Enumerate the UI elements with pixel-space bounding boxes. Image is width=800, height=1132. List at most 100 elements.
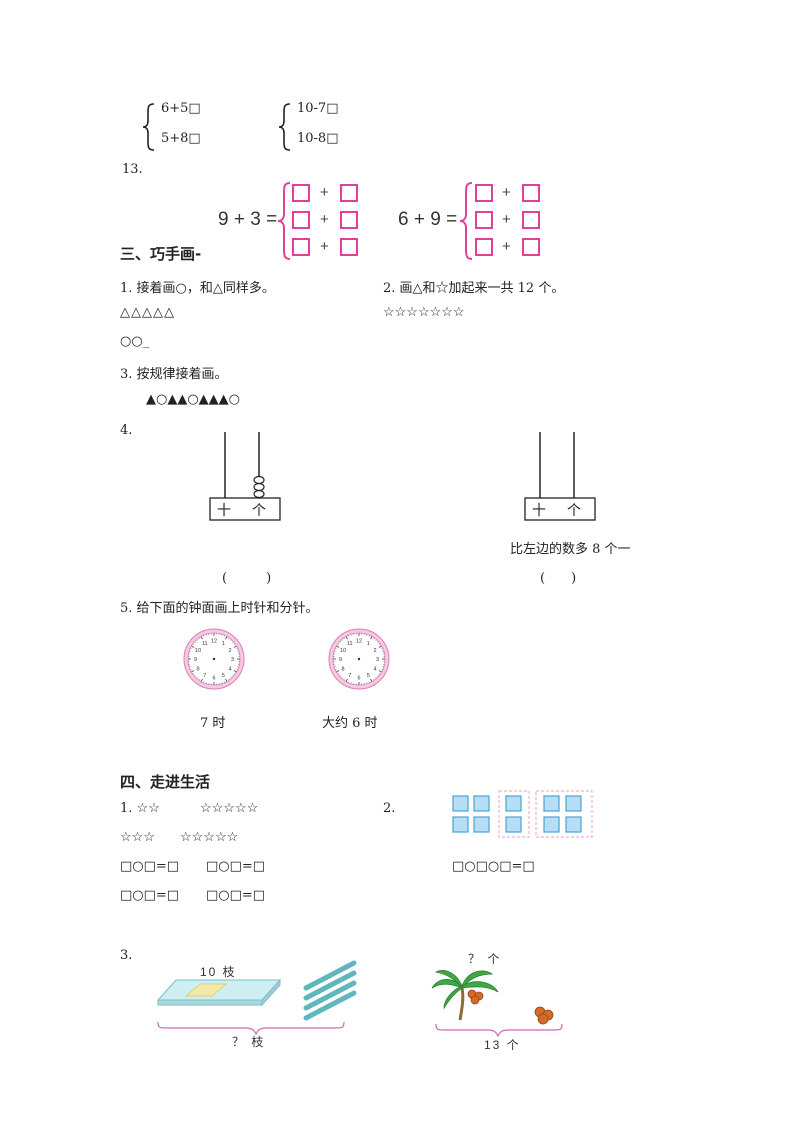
- clock-tick: [370, 636, 373, 640]
- clock-tick: [190, 668, 192, 670]
- q13-left-box-3a[interactable]: [292, 238, 310, 256]
- s4-q1-eq-2[interactable]: □○□=□: [206, 859, 266, 874]
- clock-tick: [381, 648, 383, 650]
- left-answer-paren[interactable]: ( ): [222, 571, 272, 586]
- section4-title: 四、走进生活: [120, 773, 211, 791]
- clock-tick: [225, 636, 228, 640]
- right-abacus-tens: 十: [532, 503, 546, 519]
- clock-tick: [233, 643, 236, 645]
- clock-number: 1: [222, 641, 225, 647]
- q13-left-pink-brace: [277, 182, 291, 260]
- clock-number: 12: [211, 639, 217, 645]
- clock-number: 9: [339, 657, 342, 663]
- clock-number: 9: [194, 657, 197, 663]
- right-answer-paren[interactable]: ( ): [540, 571, 577, 586]
- q13-left-box-3b[interactable]: [340, 238, 358, 256]
- clock-number: 2: [373, 648, 376, 654]
- clock-number: 10: [340, 648, 346, 654]
- s3-q3-pattern: ▲○▲▲○▲▲▲○: [146, 392, 241, 407]
- clock-tick: [228, 678, 230, 681]
- s4-q1-eq-3[interactable]: □○□=□: [120, 888, 180, 903]
- q13-left-box-1a[interactable]: [292, 184, 310, 202]
- s3-q1-circles: ○○_: [120, 334, 150, 349]
- clock-tick: [203, 635, 205, 637]
- clock-tick: [191, 645, 195, 648]
- s4-q2-eq[interactable]: □○□○□=□: [452, 859, 535, 874]
- clock-number: 5: [367, 673, 370, 679]
- clock-tick: [339, 641, 341, 643]
- clock-number: 10: [195, 648, 201, 654]
- q13-right-box-3b[interactable]: [522, 238, 540, 256]
- clock-tick: [370, 678, 373, 682]
- clock-tick: [198, 637, 200, 640]
- clock-tick: [191, 670, 195, 673]
- q13-right-expr: 6 + 9 =: [398, 209, 458, 230]
- q13-right-box-1a[interactable]: [475, 184, 493, 202]
- q13-right-box-2b[interactable]: [522, 211, 540, 229]
- left-abacus: [209, 432, 281, 521]
- clock-tick: [378, 670, 382, 673]
- q13-right-box-1b[interactable]: [522, 184, 540, 202]
- left-abacus-ones: 个: [252, 503, 266, 519]
- clock-number: 11: [347, 641, 353, 647]
- clock-tick: [203, 681, 205, 683]
- s4-q2-number: 2.: [383, 801, 396, 816]
- clock-tick: [223, 635, 225, 637]
- clock-tick: [381, 668, 383, 670]
- clock-tick: [230, 639, 232, 641]
- clock-tick: [194, 675, 196, 677]
- clock-tick: [336, 645, 340, 648]
- pencil-bottom-label: ？ 枝: [232, 1035, 266, 1049]
- clock-tick: [378, 643, 381, 645]
- clock-tick: [375, 677, 377, 679]
- clock-tick: [337, 673, 340, 675]
- clock-number: 2: [228, 648, 231, 654]
- clock-tick: [225, 678, 228, 682]
- pencil-top-label: 10 枝: [200, 965, 237, 979]
- q13-left-box-2a[interactable]: [292, 211, 310, 229]
- s3-q4-number: 4.: [120, 423, 133, 438]
- clock-number: 12: [356, 639, 362, 645]
- sum-5-8: 5+8□: [161, 131, 201, 146]
- clock-tick: [377, 675, 379, 677]
- clock-tick: [378, 673, 381, 675]
- coconut-tree-illustration: [431, 970, 563, 1038]
- clock-number: 6: [357, 676, 360, 682]
- q13-right-plus-2: +: [502, 211, 511, 228]
- coconut-top-label: ？ 个: [468, 952, 502, 966]
- clock-tick: [236, 668, 238, 670]
- s4-q3-number: 3.: [120, 948, 133, 963]
- q13-left-box-1b[interactable]: [340, 184, 358, 202]
- s4-q1-row1-b: ☆☆☆☆☆: [200, 801, 259, 816]
- clock-tick: [377, 641, 379, 643]
- right-abacus: [524, 432, 596, 521]
- clock-tick: [335, 648, 337, 650]
- clock-tick: [348, 681, 350, 683]
- clock-tick: [200, 636, 203, 640]
- left-brace: [142, 103, 155, 151]
- q13-right-box-2a[interactable]: [475, 211, 493, 229]
- clock-tick: [196, 639, 198, 641]
- q13-right-pink-brace: [459, 182, 473, 260]
- q13-left-plus-1: +: [320, 184, 329, 201]
- q13-right-box-3a[interactable]: [475, 238, 493, 256]
- clock-number: 8: [341, 666, 344, 672]
- clock-tick: [198, 678, 200, 681]
- clock-tick: [343, 637, 345, 640]
- pencil-box-illustration: [156, 960, 357, 1036]
- s3-q2-text: 2. 画△和☆加起来一共 12 个。: [383, 281, 565, 296]
- clock-number: 7: [203, 673, 206, 679]
- clock1-label: 7 时: [200, 716, 226, 731]
- s4-q1-eq-1[interactable]: □○□=□: [120, 859, 180, 874]
- clock-tick: [343, 678, 345, 681]
- clock-tick: [339, 675, 341, 677]
- clock-tick: [232, 641, 234, 643]
- right-brace: [278, 103, 291, 151]
- s4-q1-eq-4[interactable]: □○□=□: [206, 888, 266, 903]
- q13-left-box-2b[interactable]: [340, 211, 358, 229]
- clock-number: 11: [202, 641, 208, 647]
- clock-tick: [192, 673, 195, 675]
- clock-tick: [345, 678, 348, 682]
